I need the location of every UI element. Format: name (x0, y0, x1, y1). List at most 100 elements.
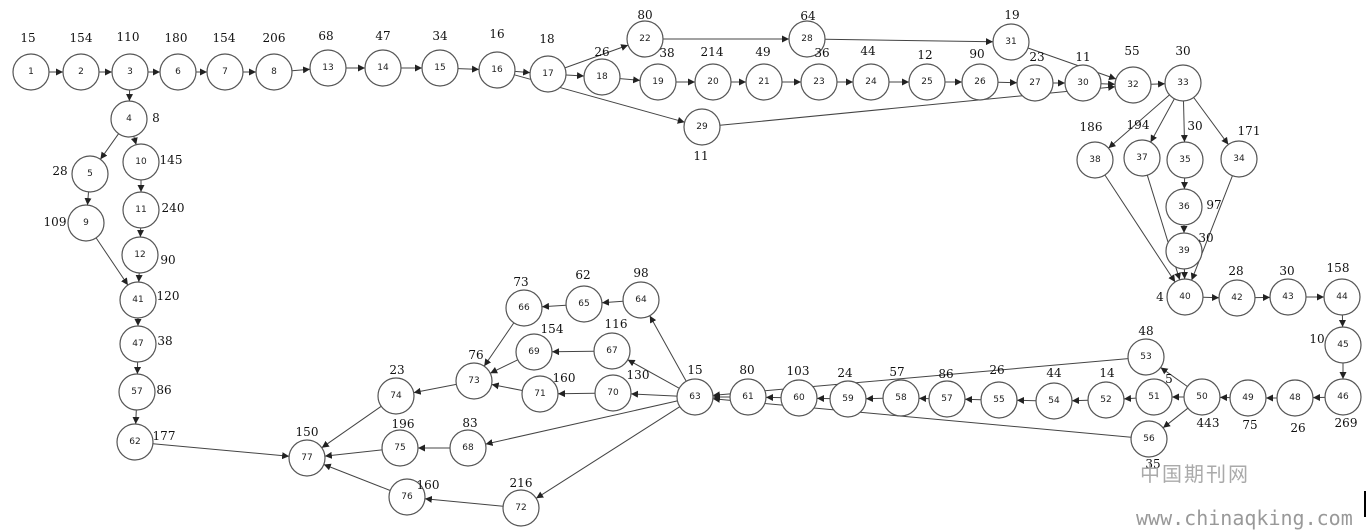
node-weight: 177 (153, 429, 176, 443)
edge-69-to-73 (489, 359, 519, 374)
node-circle (1166, 141, 1204, 179)
node-35: 35 (1166, 141, 1204, 179)
node-weight: 160 (417, 478, 440, 492)
node-circle (583, 58, 621, 96)
node-49: 49 (1229, 379, 1267, 417)
edge-17-to-18 (565, 72, 585, 80)
node-circle (1114, 66, 1152, 104)
node-label: 70 (607, 388, 619, 398)
node-36: 36 (1165, 188, 1203, 226)
node-weight: 120 (157, 289, 180, 303)
node-weight: 196 (392, 417, 415, 431)
node-weight: 186 (1080, 120, 1103, 134)
node-72: 72 (502, 489, 540, 527)
node-weight: 4 (1156, 290, 1164, 304)
node-label: 38 (1089, 155, 1101, 165)
node-label: 60 (793, 393, 805, 403)
node-weight: 15 (20, 31, 35, 45)
node-4: 4 (110, 100, 148, 138)
node-61: 61 (729, 378, 767, 416)
node-circle (62, 53, 100, 91)
node-label: 26 (974, 77, 986, 87)
node-circle (505, 289, 543, 327)
node-circle (622, 281, 660, 319)
node-label: 54 (1048, 396, 1060, 406)
node-weight: 130 (627, 368, 650, 382)
node-weight: 23 (1029, 50, 1044, 64)
node-weight: 49 (755, 45, 770, 59)
node-38: 38 (1076, 141, 1114, 179)
node-circle (529, 55, 567, 93)
node-circle (12, 53, 50, 91)
node-circle (1229, 379, 1267, 417)
node-weight: 23 (389, 363, 404, 377)
node-weight: 206 (263, 31, 286, 45)
node-label: 66 (518, 303, 530, 313)
node-31: 31 (992, 23, 1030, 61)
node-9: 9 (67, 204, 105, 242)
node-circle (122, 143, 160, 181)
node-circle (980, 381, 1018, 419)
edge-70-to-71 (557, 390, 596, 398)
node-47: 47 (119, 325, 157, 363)
node-weight: 80 (739, 363, 754, 377)
node-weight: 47 (375, 29, 390, 43)
node-48: 48 (1276, 379, 1314, 417)
node-circle (694, 63, 732, 101)
node-weight: 44 (860, 44, 876, 58)
node-67: 67 (593, 332, 631, 370)
edge-63-to-70 (630, 390, 678, 398)
node-circle (908, 63, 946, 101)
node-circle (594, 374, 632, 412)
node-weight: 75 (1242, 418, 1257, 432)
node-circle (121, 236, 159, 274)
node-28: 28 (788, 20, 826, 58)
node-45: 45 (1324, 326, 1362, 364)
node-circle (116, 423, 154, 461)
edge-18-to-19 (619, 76, 641, 84)
node-label: 49 (1242, 393, 1254, 403)
node-circle (1324, 326, 1362, 364)
node-22: 22 (626, 20, 664, 58)
node-circle (1164, 64, 1202, 102)
node-23: 23 (800, 63, 838, 101)
edge-38-to-40 (1104, 174, 1176, 283)
node-label: 61 (742, 392, 753, 402)
node-20: 20 (694, 63, 732, 101)
node-60: 60 (780, 379, 818, 417)
node-label: 42 (1231, 293, 1242, 303)
node-weight: 38 (659, 46, 674, 60)
node-label: 58 (895, 393, 907, 403)
node-53: 53 (1127, 338, 1165, 376)
node-50: 50 (1183, 378, 1221, 416)
node-73: 73 (455, 362, 493, 400)
node-58: 58 (882, 379, 920, 417)
node-56: 56 (1130, 420, 1168, 458)
node-label: 36 (1178, 202, 1190, 212)
node-label: 32 (1127, 80, 1138, 90)
node-circle (118, 373, 156, 411)
node-label: 10 (135, 157, 147, 167)
edge-71-to-73 (491, 382, 523, 391)
watermark-url: www.chinaqking.com (1136, 506, 1353, 530)
node-circle (1087, 381, 1125, 419)
node-label: 2 (78, 67, 84, 77)
node-circle (683, 108, 721, 146)
node-label: 1 (28, 67, 34, 77)
node-circle (1035, 382, 1073, 420)
node-circle (676, 378, 714, 416)
edge-72-to-76 (424, 495, 504, 507)
node-54: 54 (1035, 382, 1073, 420)
node-39: 39 (1165, 232, 1203, 270)
node-label: 62 (129, 437, 140, 447)
node-11: 11 (122, 191, 160, 229)
node-27: 27 (1016, 64, 1054, 102)
text-cursor (1364, 491, 1366, 517)
node-circle (800, 63, 838, 101)
edge-75-to-77 (324, 449, 383, 459)
node-label: 35 (1179, 155, 1190, 165)
edge-74-to-77 (321, 405, 382, 449)
node-weight: 90 (160, 253, 175, 267)
node-label: 40 (1179, 292, 1191, 302)
node-circle (1127, 338, 1165, 376)
